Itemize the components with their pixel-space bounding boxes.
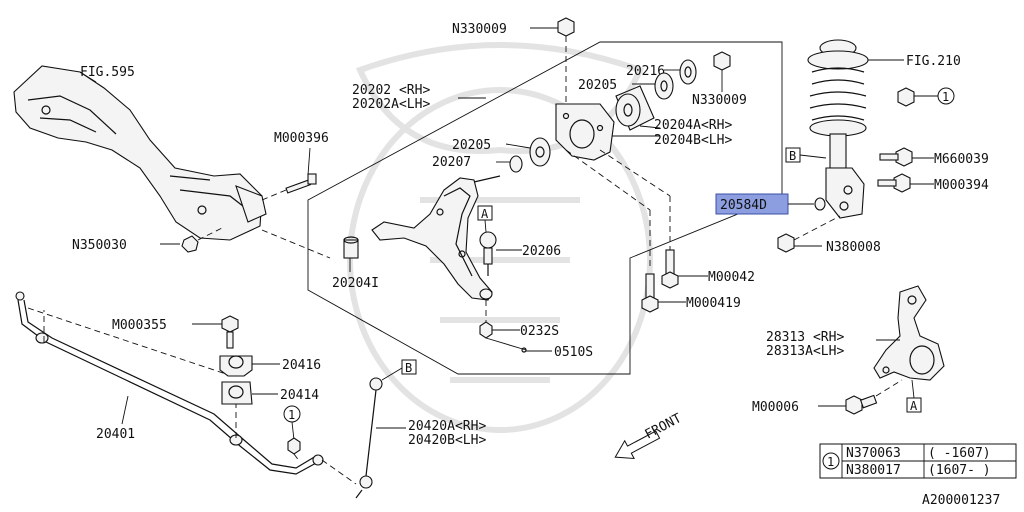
footnote-table [819, 443, 1017, 479]
label-20401[interactable]: 20401 [96, 427, 135, 442]
footnote-row1-part[interactable]: N370063 [846, 446, 901, 461]
front-arrow-icon [614, 430, 661, 460]
label-28313a-lh[interactable]: 28313A<LH> [766, 344, 844, 359]
strut-assembly [807, 39, 869, 219]
label-20584d[interactable]: 20584D [720, 198, 767, 213]
crossmember-drawing [13, 65, 267, 241]
label-20207[interactable]: 20207 [432, 155, 471, 170]
label-0510s[interactable]: 0510S [554, 345, 593, 360]
nut-ref1-top [897, 87, 915, 107]
label-fig210[interactable]: FIG.210 [906, 54, 961, 69]
nut-0232s [479, 321, 493, 339]
callout-b-1[interactable]: B [789, 149, 796, 163]
label-20202-rh[interactable]: 20202 <RH> [352, 83, 430, 98]
callout-a-box-2 [906, 397, 922, 413]
label-m000394[interactable]: M000394 [934, 178, 989, 193]
ball-joint-20206 [479, 231, 497, 276]
washer-20205-mid [529, 137, 551, 167]
callout-b-box-2 [401, 359, 417, 375]
footnote-ref[interactable]: 1 [827, 455, 834, 469]
callout-a-1[interactable]: A [481, 207, 489, 221]
label-front[interactable]: FRONT [643, 411, 685, 443]
nut-ref1-bar [287, 437, 301, 455]
label-20416[interactable]: 20416 [282, 358, 321, 373]
bracket-20416 [219, 355, 253, 377]
circle-1-top-text[interactable]: 1 [942, 90, 949, 104]
washer-20205-top [654, 72, 674, 100]
bushing-20204i [343, 236, 359, 259]
stabilizer-link-20420 [355, 377, 383, 499]
stabilizer-bar-20401 [15, 291, 324, 475]
bushing-bracket [555, 103, 615, 161]
washer-20584d [814, 197, 826, 211]
label-n380008[interactable]: N380008 [826, 240, 881, 255]
callout-b-2[interactable]: B [405, 361, 412, 375]
washer-20216 [679, 59, 697, 85]
circle-1-bar-text[interactable]: 1 [288, 408, 295, 422]
label-20205-top[interactable]: 20205 [578, 78, 617, 93]
label-20414[interactable]: 20414 [280, 388, 319, 403]
nut-n380008 [777, 233, 795, 253]
label-m00042[interactable]: M00042 [708, 270, 755, 285]
bolt-m000394 [877, 173, 911, 193]
label-m000419[interactable]: M000419 [686, 296, 741, 311]
label-0232s[interactable]: 0232S [520, 324, 559, 339]
label-20204i[interactable]: 20204I [332, 276, 379, 291]
nut-20207 [509, 155, 523, 173]
lower-control-arm [371, 175, 501, 301]
bolt-m660039 [879, 147, 913, 167]
nut-n330009-right [713, 51, 731, 71]
label-m000355[interactable]: M000355 [112, 318, 167, 333]
label-m00006[interactable]: M00006 [752, 400, 799, 415]
label-m000396[interactable]: M000396 [274, 131, 329, 146]
footnote-row2-range[interactable]: (1607- ) [928, 463, 991, 478]
nut-n330009-top [557, 17, 575, 37]
label-20204b-lh[interactable]: 20204B<LH> [654, 133, 732, 148]
nut-n350030 [181, 235, 199, 253]
footnote-row2-part[interactable]: N380017 [846, 463, 901, 478]
knuckle-28313 [873, 285, 945, 381]
group-frame [307, 41, 783, 375]
diagram-id: A200001237 [922, 493, 1000, 508]
bushing-20414 [221, 381, 253, 405]
label-20205-mid[interactable]: 20205 [452, 138, 491, 153]
bolt-m00006 [845, 394, 878, 415]
bolt-m000419 [641, 273, 659, 313]
bolt-m000355 [221, 315, 239, 349]
label-m660039[interactable]: M660039 [934, 152, 989, 167]
label-20204a-rh[interactable]: 20204A<RH> [654, 118, 732, 133]
footnote-row1-range[interactable]: ( -1607) [928, 446, 991, 461]
circle-1-top [937, 87, 955, 105]
bolt-m00042 [661, 249, 679, 289]
bolt-m000396 [285, 173, 317, 194]
label-20202a-lh[interactable]: 20202A<LH> [352, 97, 430, 112]
bushing-20204a [615, 85, 655, 131]
label-20420a-rh[interactable]: 20420A<RH> [408, 419, 486, 434]
label-20420b-lh[interactable]: 20420B<LH> [408, 433, 486, 448]
label-fig595[interactable]: FIG.595 [80, 65, 135, 80]
label-n330009-right[interactable]: N330009 [692, 93, 747, 108]
label-n350030[interactable]: N350030 [72, 238, 127, 253]
label-20206[interactable]: 20206 [522, 244, 561, 259]
label-n330009-top[interactable]: N330009 [452, 22, 507, 37]
callout-a-2[interactable]: A [910, 399, 918, 413]
label-20216[interactable]: 20216 [626, 64, 665, 79]
label-28313-rh[interactable]: 28313 <RH> [766, 330, 844, 345]
